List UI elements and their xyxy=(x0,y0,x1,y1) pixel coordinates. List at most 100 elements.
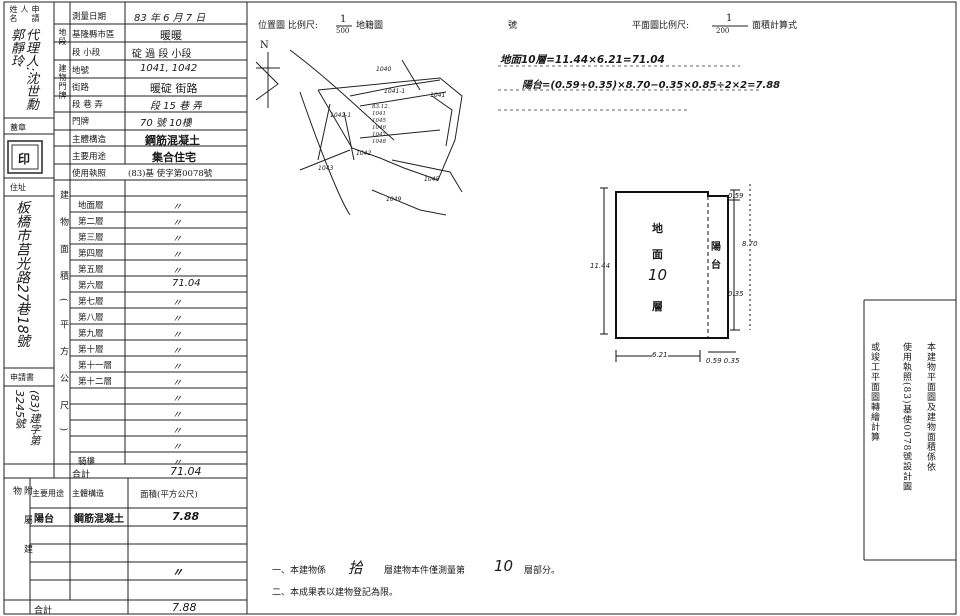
survey-date-label: 測量日期 xyxy=(72,12,107,22)
location-map-lines xyxy=(255,49,463,216)
parcel-label: 1042 xyxy=(356,150,372,157)
seal-stamp-border xyxy=(7,140,43,174)
application-label: 申請書 xyxy=(10,373,34,382)
annex-label: 附屬建物 xyxy=(11,486,32,573)
land-no-label: 地號 xyxy=(72,66,90,76)
usage-label: 主要用途 xyxy=(72,152,107,162)
annex-area-label: 面積(平方公尺) xyxy=(140,490,198,500)
annex-structure-label: 主體構造 xyxy=(72,489,104,498)
usage-value: 集合住宅 xyxy=(152,151,196,164)
city-label: 基隆縣市區 xyxy=(72,30,115,40)
floor-name: 第十二層 xyxy=(78,377,113,387)
applicant-name: 代理人:沈世勳 郭靜玲 xyxy=(8,28,38,111)
floor-area: 〃 xyxy=(172,234,182,245)
city-value: 暖暖 xyxy=(160,29,182,42)
footer-note1-mid: 層建物本件僅測量第 xyxy=(384,566,466,576)
floor-area: 71.04 xyxy=(172,278,201,289)
number-label: 門牌 xyxy=(72,117,90,127)
plan-scale-num: 1 xyxy=(726,13,733,24)
address-value: 板橋市莒光路27巷18號 xyxy=(14,200,30,348)
address-label: 住址 xyxy=(10,183,26,192)
floor-name: 第十一層 xyxy=(78,361,113,371)
land-no-value: 1041, 1042 xyxy=(140,63,198,74)
footer-note1-floor: 10 xyxy=(494,557,514,575)
calc-line1: 地面10層=11.44×6.21=71.04 xyxy=(500,54,665,66)
floor-area: 〃 xyxy=(172,346,182,357)
annex-total-label: 合計 xyxy=(34,606,53,616)
calc-underlines xyxy=(498,65,760,111)
annex-area: 〃 xyxy=(172,566,183,579)
map-legend-line: 1048 xyxy=(372,139,386,145)
floor-area: 〃 xyxy=(172,394,182,405)
floor-name: 第三層 xyxy=(78,233,104,243)
side-note-3: 或竣工平面圖轉繪計算 xyxy=(869,342,879,442)
building-area-label: 建物面積(平方公尺) xyxy=(58,190,68,450)
map-legend-line: 83.12. xyxy=(372,104,390,110)
floor-name: 第六層 xyxy=(78,281,104,291)
structure-value: 鋼筋混凝土 xyxy=(145,134,200,147)
parcel-label: 1045 xyxy=(424,176,440,183)
floor-area: 〃 xyxy=(172,362,182,373)
balcony-char: 台 xyxy=(711,260,721,271)
total-value: 71.04 xyxy=(170,465,202,478)
room-char: 地 xyxy=(652,222,663,235)
street-value: 暖碇 街路 xyxy=(150,82,198,95)
parcel-label: 1042-1 xyxy=(330,112,352,119)
floor-area: 〃 xyxy=(172,442,182,453)
location-scale-den: 500 xyxy=(336,27,350,35)
floor-area: 〃 xyxy=(172,202,182,213)
floor-area: 〃 xyxy=(172,378,182,389)
floor-area: 〃 xyxy=(172,266,182,277)
building-label: 建物門牌 xyxy=(58,64,67,100)
dim-width: 6.21 xyxy=(652,351,668,359)
footer-note1-total: 拾 xyxy=(348,559,364,577)
footer-note1-suffix: 層部分。 xyxy=(524,566,561,576)
map-legend-line: 1041 xyxy=(372,111,386,117)
map-number-label: 號 xyxy=(508,21,518,31)
balcony-char: 陽 xyxy=(711,242,721,253)
lane-value: 段 15 巷 弄 xyxy=(150,101,203,112)
north-arrow: N xyxy=(260,40,269,51)
section-label: 段 小段 xyxy=(72,48,101,58)
parcel-label: 1041-1 xyxy=(384,88,406,95)
floor-area: 〃 xyxy=(172,426,182,437)
footer-note1-prefix: 一、本建物係 xyxy=(272,566,327,576)
room-char: 面 xyxy=(652,248,663,261)
floor-name: 第二層 xyxy=(78,217,104,227)
floor-area: 〃 xyxy=(172,330,182,341)
dim-bottom: 0.35 xyxy=(728,290,744,298)
annex-usage: 陽台 xyxy=(34,514,54,525)
dim-height: 11.44 xyxy=(590,262,611,270)
plan-scale-label: 平面圖比例尺: xyxy=(632,21,690,31)
plan-scale-den: 200 xyxy=(716,27,730,35)
dim-bottom-note: 0.59 0.35 xyxy=(706,357,740,365)
parcel-label: 1049 xyxy=(386,196,402,203)
location-scale-num: 1 xyxy=(340,14,347,25)
annex-usage-label: 主要用途 xyxy=(32,489,64,498)
application-value: (83)建字第3245號 xyxy=(13,390,41,446)
annex-total-value: 7.88 xyxy=(172,601,197,614)
map-legend-line: 1046 xyxy=(372,125,386,131)
seal-label: 蓋章 xyxy=(10,123,26,132)
annex-structure: 鋼筋混凝土 xyxy=(74,514,124,525)
floor-name: 騎樓 xyxy=(78,457,96,467)
side-note-2: 使用執照(83)基使0078號設計圖 xyxy=(901,342,911,492)
plan-scale-suffix: 面積計算式 xyxy=(752,21,798,31)
map-legend-line: 1047 xyxy=(372,132,386,138)
floor-name: 第九層 xyxy=(78,329,104,339)
permit-value: (83)基 使字第0078號 xyxy=(128,169,213,179)
calc-line2: 陽台=(0.59+0.35)×8.70−0.35×0.85÷2×2=7.88 xyxy=(522,80,781,91)
map-legend-line: 1045 xyxy=(372,118,386,124)
applicant-label: 申請人 姓名 xyxy=(9,5,40,23)
dim-right: 8.70 xyxy=(742,240,758,248)
footer-note2: 二、本成果表以建物登記為限。 xyxy=(272,588,399,598)
location-vlabel: 地段 xyxy=(58,28,67,46)
structure-label: 主體構造 xyxy=(72,135,107,145)
location-scale-label: 位置圖 比例尺: xyxy=(258,21,318,31)
section-value: 碇 過 段 小段 xyxy=(132,49,192,60)
parcel-label: 1041 xyxy=(430,92,446,99)
floor-name: 第十層 xyxy=(78,345,104,355)
number-value: 70 號 10樓 xyxy=(140,118,192,129)
